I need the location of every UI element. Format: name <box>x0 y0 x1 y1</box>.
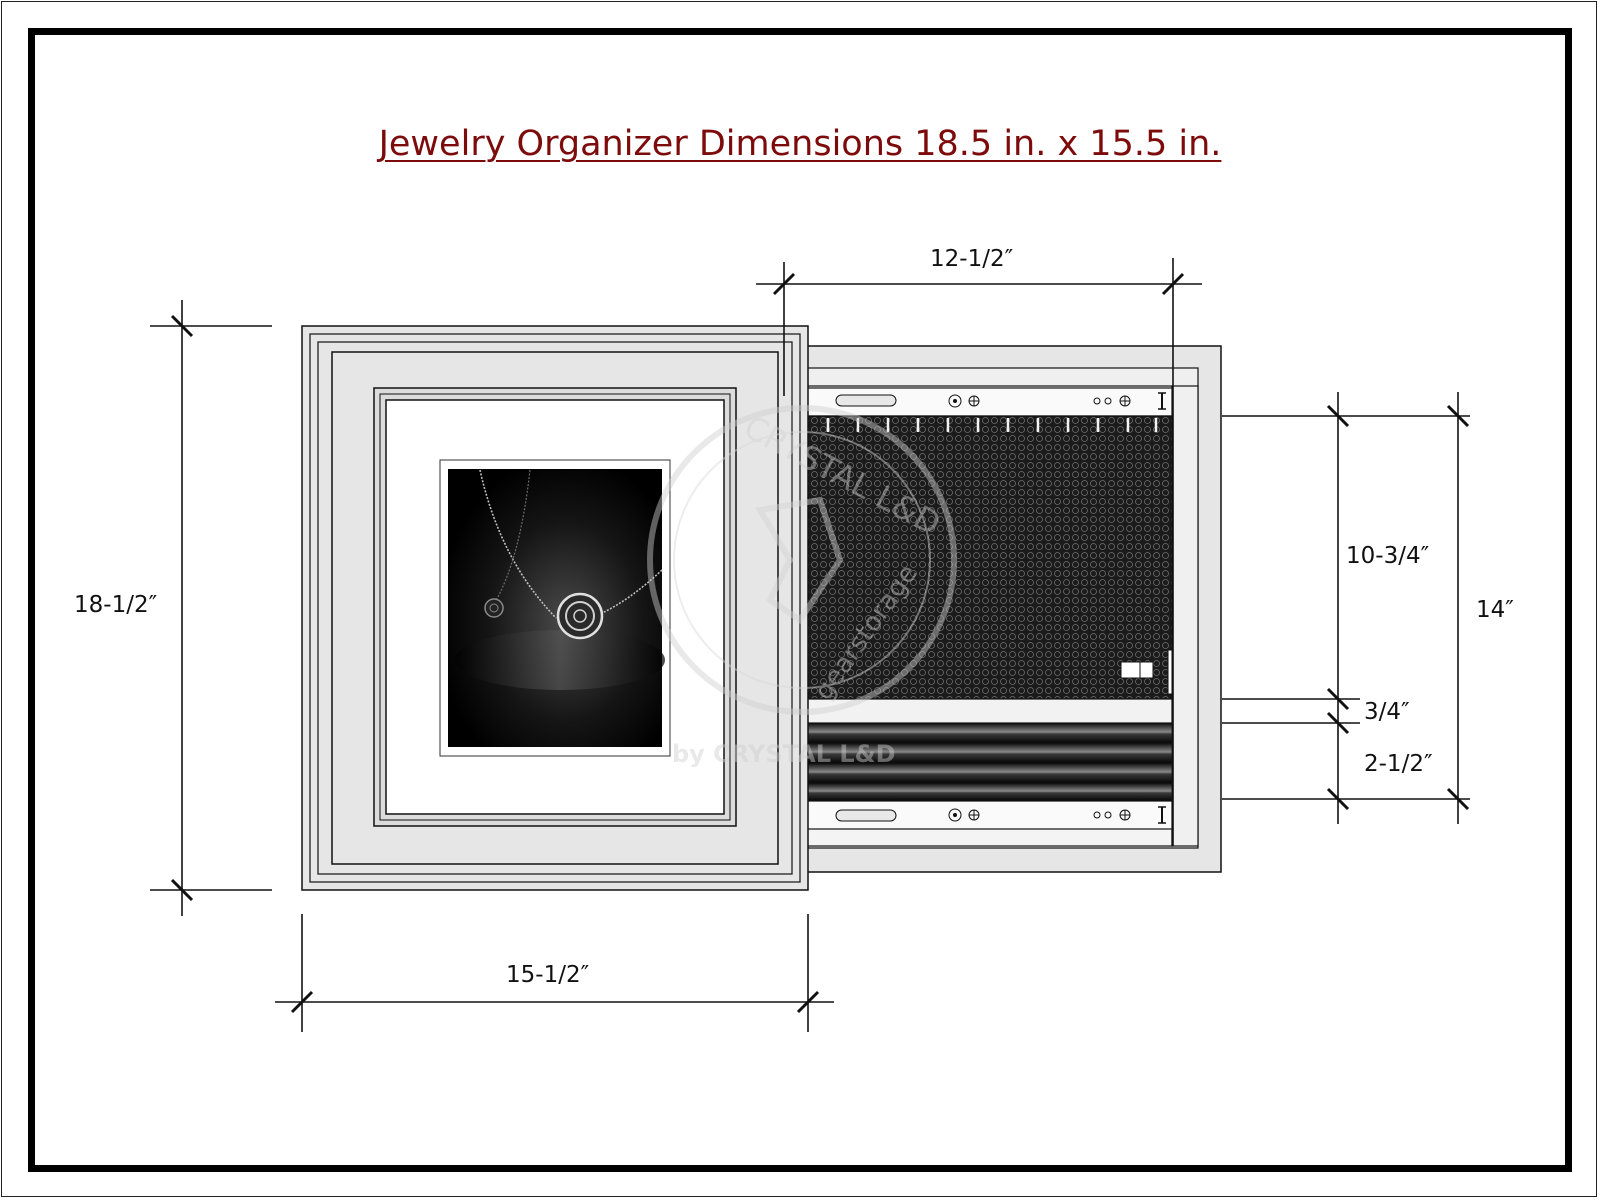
ring-rolls <box>805 722 1173 802</box>
dim-frame-height: 18-1/2″ <box>74 592 158 618</box>
pegboard <box>805 415 1173 700</box>
bottom-rail <box>805 800 1173 830</box>
dim-frame-width: 15-1/2″ <box>506 962 590 988</box>
dim-shelf-gap: 3/4″ <box>1364 699 1410 725</box>
rose-necklace-photo <box>439 459 671 757</box>
dim-roll-height: 2-1/2″ <box>1364 751 1433 777</box>
top-rail <box>805 387 1173 417</box>
inner-border <box>28 28 1572 1172</box>
dim-cabinet-height: 14″ <box>1476 597 1514 623</box>
page-title: Jewelry Organizer Dimensions 18.5 in. x … <box>378 124 1222 164</box>
svg-text:by CRYSTAL L&D: by CRYSTAL L&D <box>672 740 896 768</box>
dim-pegboard-height: 10-3/4″ <box>1346 543 1430 569</box>
dim-cabinet-width: 12-1/2″ <box>930 246 1014 272</box>
dimension-lines <box>150 258 1470 1032</box>
hinge-icon <box>1158 392 1166 410</box>
latch-icon <box>1120 649 1173 695</box>
screw-icon <box>948 394 1131 408</box>
hook-rail <box>826 418 1158 432</box>
